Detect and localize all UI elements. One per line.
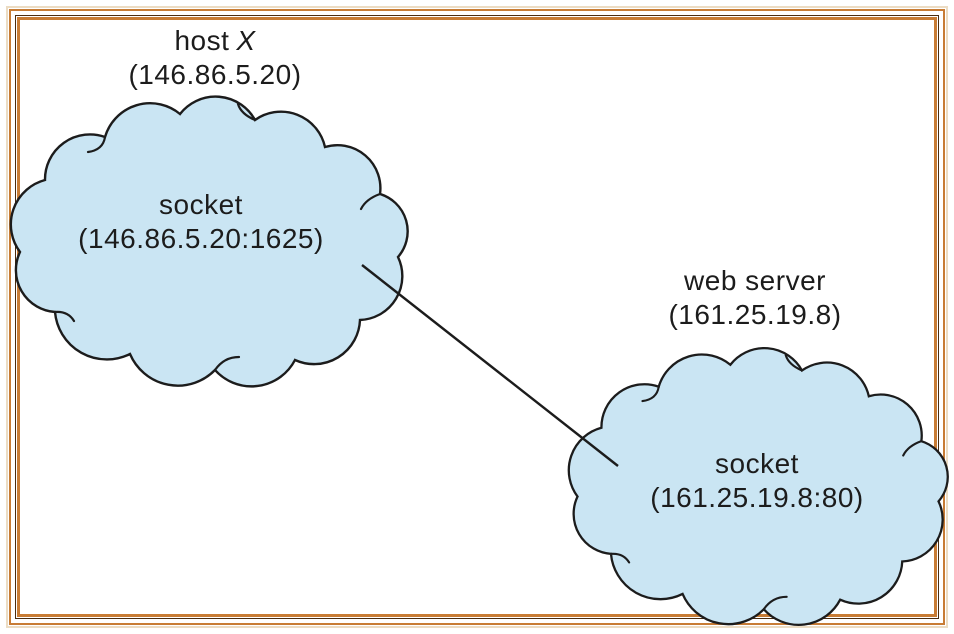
host-name: host [174,25,230,56]
frame-dark-line [15,15,939,619]
frame-inner-line [17,17,937,617]
host-socket-address: (146.86.5.20:1625) [78,223,324,254]
host-address: (146.86.5.20) [128,59,302,90]
host-name-variable: X [236,25,256,56]
server-socket-label: socket [715,448,799,479]
socket-connection-line [361,264,619,467]
frame-light-line [6,6,948,628]
server-socket-address: (161.25.19.8:80) [650,482,864,513]
host-socket-label: socket [159,189,243,220]
web-server-address: (161.25.19.8) [668,299,842,330]
web-server-label: web server [684,265,826,296]
frame-outer-line [9,9,945,625]
